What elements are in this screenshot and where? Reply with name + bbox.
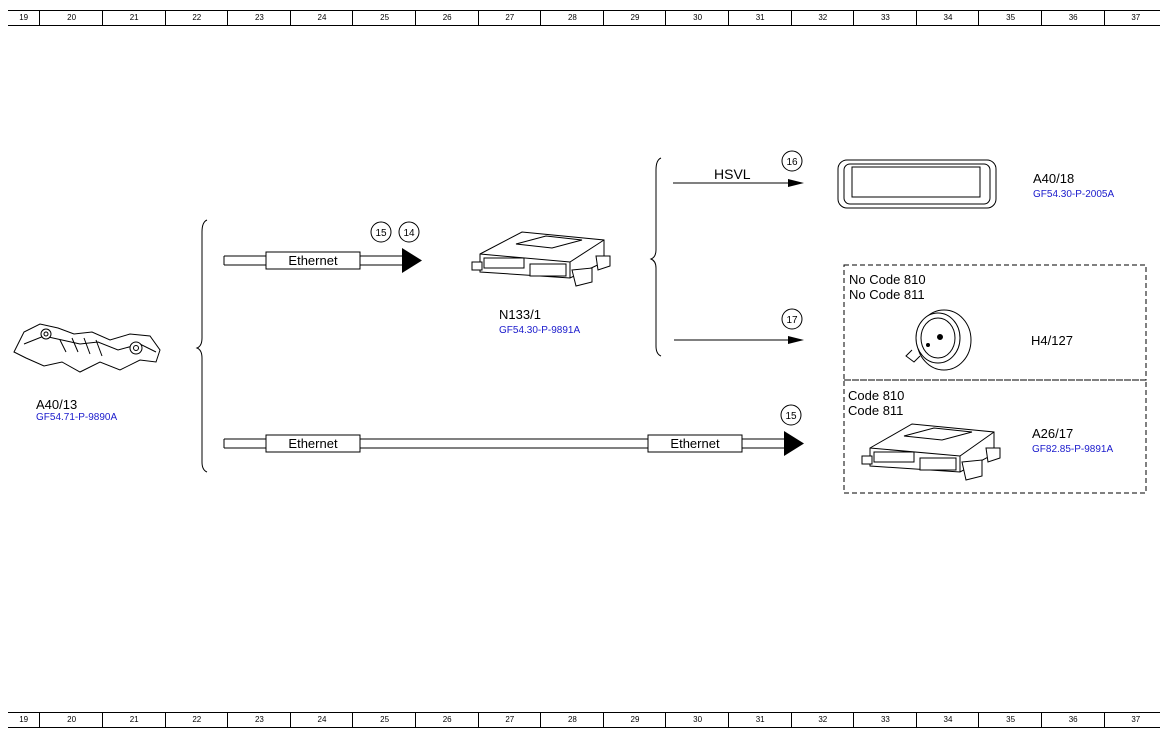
ruler-cell-22: 22 — [164, 713, 229, 727]
ruler-cell-37: 37 — [1103, 11, 1168, 25]
ruler-cell-26: 26 — [414, 713, 479, 727]
condition-no-code-810: No Code 810 — [849, 272, 926, 287]
ethernet-line-lower: Ethernet Ethernet — [223, 431, 804, 456]
ethernet-label-1: Ethernet — [288, 253, 338, 268]
right-brace — [649, 157, 662, 357]
ruler-cell-36: 36 — [1040, 713, 1105, 727]
ruler-cell-19: 19 — [19, 715, 29, 724]
ruler-cell-27: 27 — [477, 11, 542, 25]
ethernet-box — [265, 251, 361, 270]
svg-text:16: 16 — [786, 157, 798, 168]
marker-14: 14 — [398, 221, 420, 243]
svg-text:17: 17 — [786, 315, 798, 326]
arrow-head — [784, 431, 804, 456]
ruler-cell-31: 31 — [727, 11, 792, 25]
a40-13-label: A40/13 — [36, 397, 78, 412]
ruler-cell-27: 27 — [477, 713, 542, 727]
ruler-cell-21: 21 — [101, 11, 166, 25]
svg-text:14: 14 — [403, 228, 415, 239]
ethernet-line-upper: Ethernet — [223, 248, 422, 273]
ruler-cell-28: 28 — [540, 713, 604, 727]
n133-1-drawing — [471, 231, 611, 287]
a40-18-label: A40/18 — [1033, 171, 1075, 186]
h4-127-drawing — [905, 309, 972, 371]
ruler-cell-23: 23 — [227, 11, 291, 25]
ruler-cell-35: 35 — [978, 713, 1042, 727]
ruler-cell-32: 32 — [790, 713, 855, 727]
condition-code-810: Code 810 — [848, 388, 905, 403]
a26-17-reference[interactable]: GF82.85-P-9891A — [1032, 444, 1114, 455]
ruler-cell-26: 26 — [414, 11, 479, 25]
ruler-cell-29: 29 — [602, 713, 667, 727]
ruler-cell-29: 29 — [602, 11, 667, 25]
condition-no-code-811: No Code 811 — [849, 287, 925, 302]
marker-15-lower: 15 — [780, 404, 802, 426]
svg-text:15: 15 — [375, 228, 387, 239]
ruler-cell-34: 34 — [915, 713, 980, 727]
a40-13-reference[interactable]: GF54.71-P-9890A — [36, 412, 118, 423]
a40-13-drawing — [13, 323, 161, 373]
a26-17-drawing — [861, 423, 1001, 481]
ruler-cell-24: 24 — [289, 713, 354, 727]
ruler-cell-25: 25 — [352, 713, 416, 727]
ethernet-label-2: Ethernet — [288, 436, 338, 451]
ruler-cell-22: 22 — [164, 11, 229, 25]
h4-127-label: H4/127 — [1031, 333, 1073, 348]
n133-1-reference[interactable]: GF54.30-P-9891A — [499, 325, 581, 336]
ruler-cell-31: 31 — [727, 713, 792, 727]
arrow-head — [402, 248, 422, 273]
a40-18-drawing — [837, 159, 997, 209]
ruler-cell-37: 37 — [1103, 713, 1168, 727]
marker-16: 16 — [781, 150, 803, 172]
ethernet-box — [647, 434, 743, 453]
ruler-cell-30: 30 — [665, 713, 729, 727]
hsvl-line — [673, 179, 804, 187]
a40-18-reference[interactable]: GF54.30-P-2005A — [1033, 189, 1115, 200]
ruler-cell-33: 33 — [853, 11, 917, 25]
condition-code-811: Code 811 — [848, 403, 904, 418]
ruler-cell-25: 25 — [352, 11, 416, 25]
ruler-cell-35: 35 — [978, 11, 1042, 25]
left-brace — [195, 219, 208, 473]
ruler-cell-20: 20 — [39, 11, 103, 25]
ruler-cell-36: 36 — [1040, 11, 1105, 25]
ruler-cell-32: 32 — [790, 11, 855, 25]
ruler-cell-19: 19 — [19, 13, 29, 22]
ruler-cell-24: 24 — [289, 11, 354, 25]
ruler-cell-34: 34 — [915, 11, 980, 25]
ethernet-label-3: Ethernet — [670, 436, 720, 451]
marker-15-upper: 15 — [370, 221, 392, 243]
ruler-cell-21: 21 — [101, 713, 166, 727]
ruler-cell-28: 28 — [540, 11, 604, 25]
n133-1-label: N133/1 — [499, 307, 541, 322]
marker-17: 17 — [781, 308, 803, 330]
a26-17-label: A26/17 — [1032, 426, 1074, 441]
ruler-cell-30: 30 — [665, 11, 729, 25]
ethernet-box — [265, 434, 361, 453]
condition-box-upper — [843, 264, 1147, 381]
ruler-cell-23: 23 — [227, 713, 291, 727]
svg-text:15: 15 — [785, 411, 797, 422]
ruler-cell-33: 33 — [853, 713, 917, 727]
ruler-cell-20: 20 — [39, 713, 103, 727]
hsvl-label: HSVL — [714, 166, 751, 182]
line-17 — [674, 336, 804, 344]
